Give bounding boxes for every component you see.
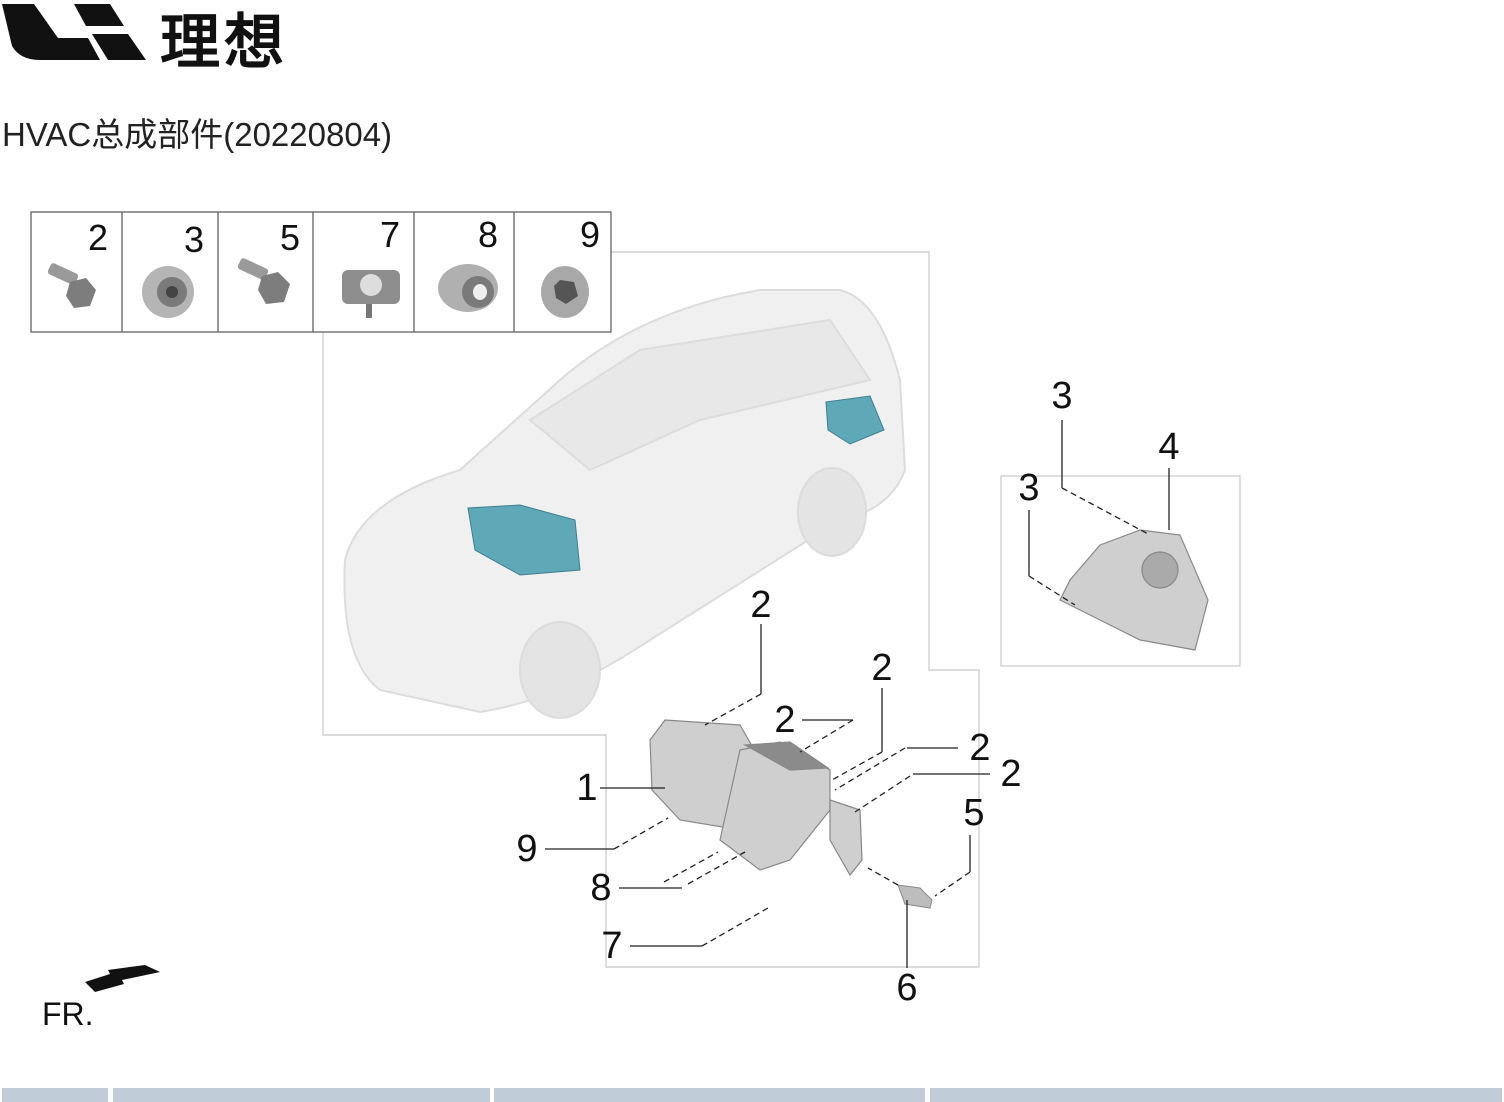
callout[interactable]: 2 [774, 699, 796, 741]
part-label: 9 [580, 214, 601, 255]
part-label: 2 [88, 217, 109, 258]
footer-cell [930, 1088, 1502, 1102]
callout[interactable]: 3 [1051, 375, 1073, 417]
callout[interactable]: 5 [963, 792, 985, 834]
part-label: 7 [380, 214, 401, 255]
callout[interactable]: 7 [601, 925, 623, 967]
leader-lines [545, 420, 1170, 968]
washer-nut-icon [541, 266, 589, 318]
callout[interactable]: 3 [1018, 467, 1040, 509]
front-arrow-icon [85, 965, 160, 992]
parts-table-grid [30, 211, 612, 333]
callout[interactable]: 2 [969, 727, 991, 769]
bolt-icon [47, 263, 96, 308]
callout[interactable]: 4 [1158, 426, 1180, 468]
brand-logo [2, 4, 146, 60]
hvac-assembly [649, 719, 863, 877]
footer-cell [494, 1088, 925, 1102]
part-label: 3 [184, 219, 205, 260]
hvac-highlight [467, 395, 885, 576]
rear-hvac-unit [1059, 529, 1209, 651]
footer-cell [2, 1088, 108, 1102]
part-label: 5 [280, 217, 301, 258]
rear-hvac-frame [1000, 475, 1241, 667]
grommet-icon [438, 264, 498, 312]
nut-icon [142, 266, 194, 318]
brand-name: 理想 [160, 8, 288, 78]
duct-part [897, 884, 933, 909]
page-title: HVAC总成部件(20220804) [2, 116, 393, 153]
callout[interactable]: 6 [896, 967, 918, 1009]
callout[interactable]: 9 [516, 828, 538, 870]
front-label: FR. [42, 996, 94, 1032]
vehicle-frame [322, 251, 980, 968]
callout[interactable]: 2 [871, 647, 893, 689]
bolt-icon [237, 258, 290, 304]
callout[interactable]: 2 [750, 584, 772, 626]
callout[interactable]: 8 [590, 867, 612, 909]
callout[interactable]: 2 [1000, 753, 1022, 795]
callout[interactable]: 1 [576, 767, 598, 809]
vehicle-illustration [343, 289, 907, 719]
footer-cell [113, 1088, 490, 1102]
dashed-leaders [613, 487, 1151, 947]
part-label: 8 [478, 214, 499, 255]
clip-icon [342, 270, 400, 318]
